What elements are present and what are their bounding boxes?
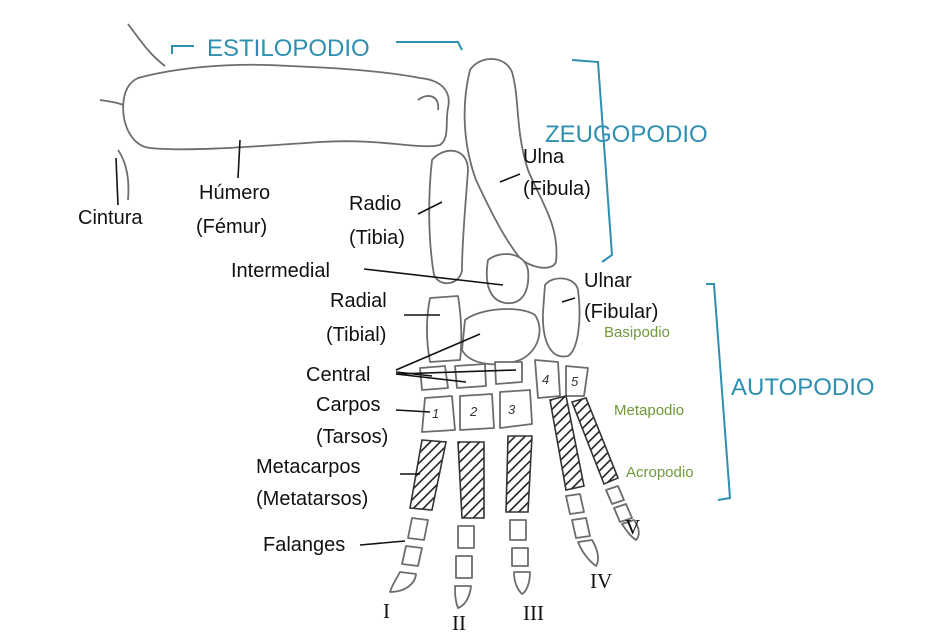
carpal-1	[421, 395, 456, 433]
stylopod-bracket	[171, 41, 463, 54]
carpal-3	[499, 389, 533, 429]
autopod-bracket	[706, 283, 732, 501]
radial-alt-label: (Tibial)	[326, 324, 386, 346]
girdle-label: Cintura	[78, 207, 143, 229]
phalanges-digit-2	[454, 525, 475, 609]
carpal-numbers: 1 2 3 4 5	[432, 372, 579, 421]
carpal-number: 3	[508, 402, 516, 417]
ulna-alt-label: (Fibula)	[523, 178, 591, 200]
carpal-number: 4	[542, 372, 549, 387]
phalanges-digit-1	[389, 517, 429, 593]
stylopod-title: ESTILOPODIO	[207, 35, 370, 62]
carpal-5	[565, 365, 589, 397]
digit-label-5: V	[625, 515, 640, 539]
carpal-4	[534, 359, 561, 399]
phalanges-digit-5	[605, 485, 640, 541]
metapod-label: Metapodio	[614, 402, 684, 419]
digit-label-2: II	[452, 611, 466, 635]
intermedial-label: Intermedial	[231, 260, 330, 282]
metacarpal-4	[549, 395, 585, 491]
humerus-bone	[122, 63, 450, 151]
metacarpals-alt-label: (Metatarsos)	[256, 488, 368, 510]
digit-label-4: IV	[590, 569, 612, 593]
radial-label: Radial	[330, 290, 387, 312]
central-label: Central	[306, 364, 370, 386]
radial-bone	[426, 295, 463, 363]
ulna-bone	[463, 58, 558, 269]
ulnar-bone	[542, 277, 581, 358]
digit-label-1: I	[383, 599, 390, 623]
humerus-condyle	[417, 95, 440, 111]
ulnar-alt-label: (Fibular)	[584, 301, 658, 323]
digit-label-3: III	[523, 601, 544, 625]
central-bone-large	[461, 308, 541, 366]
radius-bone	[428, 149, 469, 284]
radius-label: Radio	[349, 193, 401, 215]
metacarpal-3	[505, 435, 533, 513]
metacarpals-label: Metacarpos	[256, 456, 361, 478]
phalanges-label: Falanges	[263, 534, 345, 556]
carpal-number: 2	[469, 404, 478, 419]
humerus-label: Húmero	[199, 182, 270, 204]
acropod-label: Acropodio	[626, 464, 694, 481]
ulna-label: Ulna	[523, 146, 565, 168]
humerus-alt-label: (Fémur)	[196, 216, 267, 238]
central-bone-small-2	[454, 363, 487, 389]
metacarpal-2	[457, 441, 485, 519]
central-bone-small-3	[494, 361, 523, 385]
phalanges-digit-4	[565, 493, 599, 567]
basipod-label: Basipodio	[604, 324, 670, 341]
phalanges-digit-3	[509, 519, 531, 595]
ulnar-label: Ulnar	[584, 270, 632, 292]
carpal-2	[459, 393, 495, 431]
leader-lines	[115, 139, 576, 546]
autopod-title: AUTOPODIO	[731, 374, 875, 401]
carpals-alt-label: (Tarsos)	[316, 426, 388, 448]
metacarpal-1	[409, 439, 447, 511]
intermedial-bone	[485, 253, 530, 304]
girdle-outline	[99, 23, 166, 201]
zeugopod-title: ZEUGOPODIO	[545, 121, 708, 148]
metacarpal-5	[570, 397, 620, 486]
carpals-label: Carpos	[316, 394, 380, 416]
carpal-number: 5	[571, 374, 579, 389]
carpal-number: 1	[432, 406, 439, 421]
zeugopod-bracket	[571, 59, 614, 263]
radius-alt-label: (Tibia)	[349, 227, 405, 249]
